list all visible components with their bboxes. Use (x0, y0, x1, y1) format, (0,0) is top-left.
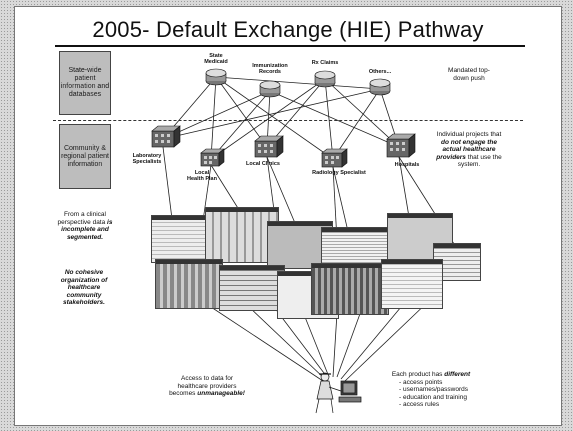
note-clinical-perspective: From a clinical perspective data is inco… (53, 211, 117, 241)
note-product-item: - access rules (399, 401, 440, 408)
screen-thumbnail-1 (151, 215, 213, 263)
note-product-heading: Each product has different (389, 371, 473, 379)
label-local-health-plan: Local Health Plan (187, 170, 217, 182)
note-product-prefix: Each product has (391, 371, 445, 378)
label-state-medicaid: State Medicaid (204, 53, 228, 65)
label-rx-claims: Rx Claims (311, 60, 339, 66)
connection-lines (162, 76, 462, 382)
note-clinical-emphasis: is incomplete and segmented. (61, 218, 113, 241)
community-box-text: Community & regional patient information (61, 144, 109, 168)
statewide-box: State-wide patient information and datab… (59, 51, 111, 115)
slide: 2005- Default Exchange (HIE) Pathway Sta… (14, 6, 562, 426)
note-individual-emphasis: do not engage the actual healthcare prov… (436, 138, 497, 161)
label-radiology-specialist: Radiology Specialist (312, 170, 366, 176)
screen-thumbnail-8 (219, 265, 285, 311)
note-mandated: Mandated top-down push (448, 67, 490, 82)
db-node-immunization (259, 80, 281, 98)
network-diagram (151, 68, 462, 414)
label-local-clinics: Local Clinics (246, 161, 280, 167)
db-node-others (369, 78, 391, 96)
note-access-to-data: Access to data for healthcare providers … (165, 375, 249, 398)
label-hospitals: Hospitals (394, 162, 420, 168)
screen-thumbnail-11 (381, 259, 443, 309)
note-no-cohesive: No cohesive organization of healthcare c… (53, 269, 115, 307)
note-individual-prefix: Individual projects that (436, 131, 502, 138)
note-access-prefix: Access to data for healthcare providers … (169, 375, 237, 397)
community-building-nodes (151, 125, 416, 168)
note-product-item: - education and training (399, 393, 467, 401)
separator-line (53, 120, 523, 121)
building-node-hospitals (386, 133, 416, 158)
community-box: Community & regional patient information (59, 124, 111, 189)
building-node-radiology (321, 148, 348, 168)
db-node-rx-claims (314, 70, 336, 88)
person-at-computer-icon (315, 372, 362, 414)
label-immunization-records: Immunization Records (252, 63, 288, 75)
statewide-box-text: State-wide patient information and datab… (60, 67, 110, 98)
building-node-local-clinics (254, 135, 284, 158)
label-others: Others... (368, 69, 392, 75)
label-laboratory-specialists: Laboratory Specialists (132, 153, 162, 165)
note-clinical-prefix: From a clinical perspective data (57, 211, 108, 226)
building-node-local-health-plan (200, 148, 225, 167)
note-product-item: - usernames/passwords (399, 386, 468, 393)
note-cohesive-emphasis: No cohesive organization of healthcare c… (60, 269, 108, 306)
building-node-laboratory (151, 125, 181, 148)
screen-thumbnail-10 (311, 263, 389, 315)
note-product-emphasis: different (444, 371, 471, 378)
screen-thumbnail-2 (205, 207, 279, 263)
note-access-emphasis: unmanageable! (197, 390, 245, 397)
note-each-product: Each product has different - access poin… (389, 371, 473, 409)
slide-title: 2005- Default Exchange (HIE) Pathway (92, 17, 484, 42)
note-individual-suffix: that use the system. (457, 153, 502, 169)
note-product-item: - access points (399, 378, 443, 386)
screen-thumbnail-7 (155, 259, 223, 309)
title-underline (55, 45, 525, 47)
db-node-state-medicaid (205, 68, 227, 86)
note-individual-projects: Individual projects that do not engage t… (433, 131, 505, 169)
state-database-nodes (205, 68, 391, 98)
